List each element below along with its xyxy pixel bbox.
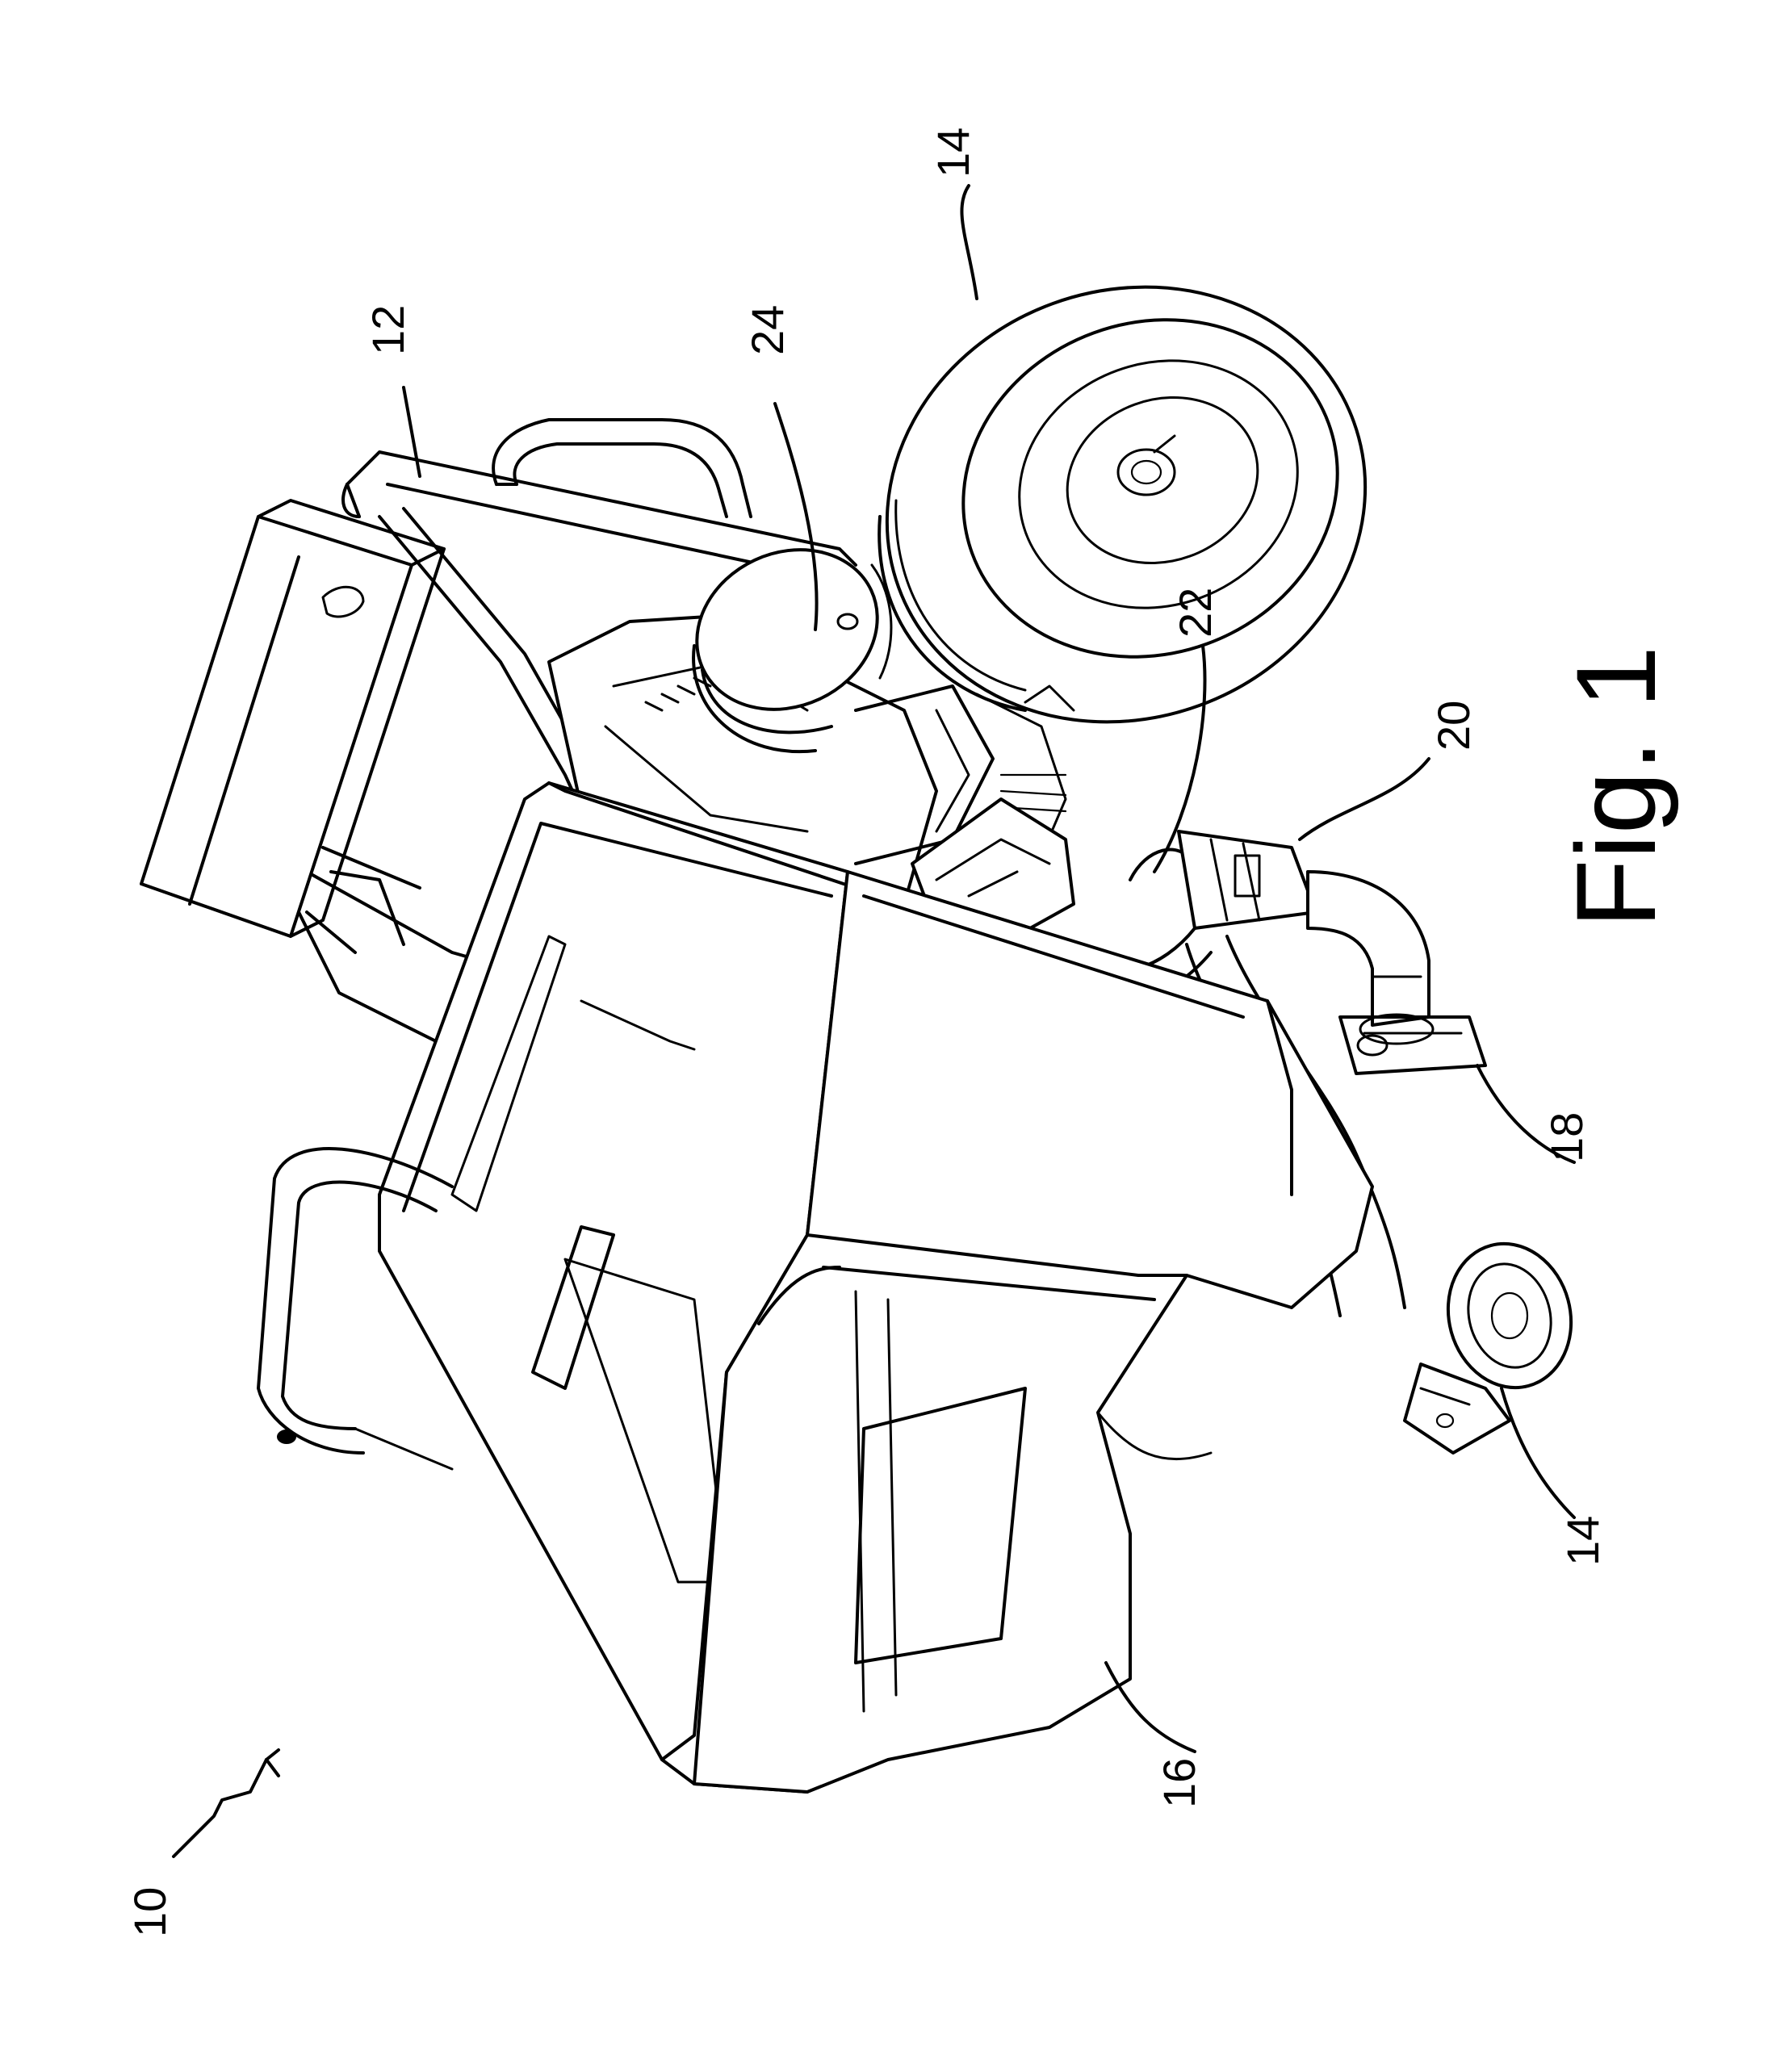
tray	[141, 500, 444, 952]
label-20: 20	[1428, 701, 1479, 751]
figure-title: Fig. 1	[1552, 646, 1679, 928]
leader-12	[404, 387, 420, 476]
label-12: 12	[362, 305, 413, 355]
leader-14-bottom	[1502, 1388, 1574, 1517]
tank	[379, 783, 1372, 1792]
label-22: 22	[1170, 588, 1221, 638]
label-14-bottom: 14	[1557, 1516, 1608, 1566]
caster-wheel	[1405, 1230, 1587, 1453]
label-18: 18	[1541, 1112, 1592, 1162]
label-14-top: 14	[928, 128, 978, 178]
label-16: 16	[1154, 1758, 1204, 1808]
leader-14-top	[961, 186, 977, 299]
leader-20	[1300, 759, 1429, 839]
label-24: 24	[742, 305, 793, 355]
leader-10	[174, 1760, 266, 1856]
label-10: 10	[124, 1887, 175, 1937]
rear-wheel	[825, 220, 1426, 788]
